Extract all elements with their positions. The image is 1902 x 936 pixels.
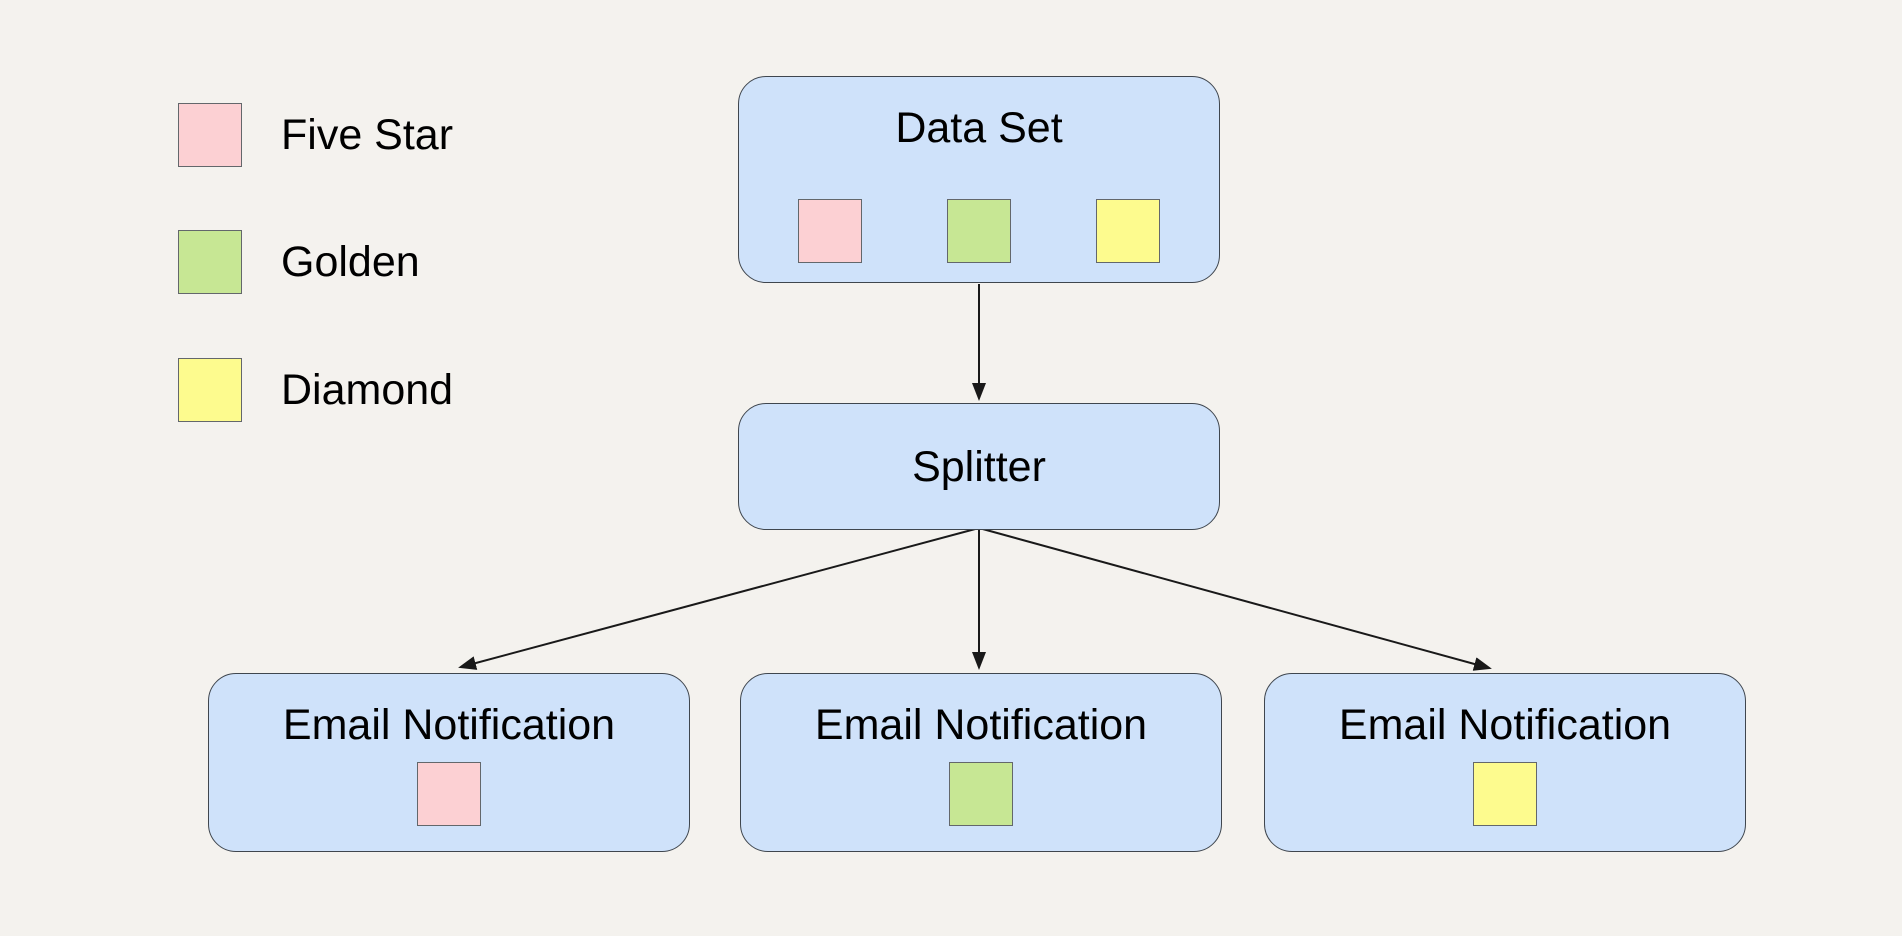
legend-label-five-star: Five Star (281, 110, 454, 159)
five-star-swatch (178, 103, 242, 167)
data-set-swatch-row (798, 199, 1160, 263)
legend-item-diamond: Diamond (178, 358, 453, 422)
node-email-label: Email Notification (282, 701, 616, 749)
node-data-set: Data Set (738, 76, 1220, 283)
edge-splitter-email-1 (458, 527, 980, 670)
node-email-notification-golden: Email Notification (740, 673, 1222, 852)
edge-splitter-email-3 (978, 527, 1492, 671)
diamond-swatch (1096, 199, 1160, 263)
diamond-swatch (1473, 762, 1537, 826)
node-data-set-label: Data Set (895, 104, 1063, 152)
node-email-label: Email Notification (1338, 701, 1672, 749)
node-email-notification-five-star: Email Notification (208, 673, 690, 852)
legend-item-golden: Golden (178, 230, 420, 294)
golden-swatch (947, 199, 1011, 263)
legend-item-five-star: Five Star (178, 103, 453, 167)
five-star-swatch (417, 762, 481, 826)
diamond-swatch (178, 358, 242, 422)
node-email-notification-diamond: Email Notification (1264, 673, 1746, 852)
five-star-swatch (798, 199, 862, 263)
node-email-label: Email Notification (814, 701, 1148, 749)
golden-swatch (178, 230, 242, 294)
node-splitter-label: Splitter (912, 442, 1046, 491)
legend-label-diamond: Diamond (281, 365, 454, 414)
node-splitter: Splitter (738, 403, 1220, 530)
legend-label-golden: Golden (281, 237, 420, 286)
golden-swatch (949, 762, 1013, 826)
